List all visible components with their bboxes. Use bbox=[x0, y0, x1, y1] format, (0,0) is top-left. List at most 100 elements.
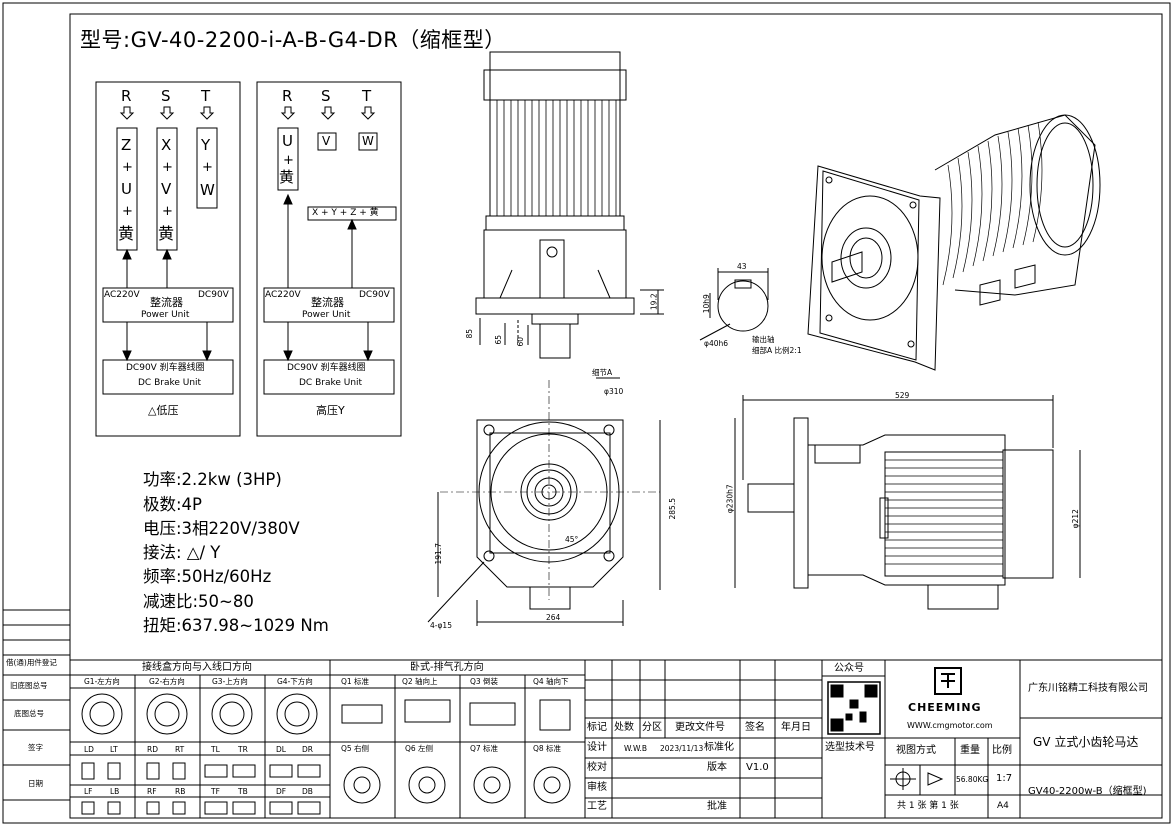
high-brake-cn: DC90V 刹车器线圈 bbox=[287, 363, 366, 373]
low-lead-plus: + bbox=[202, 160, 213, 175]
pair-label: DB bbox=[302, 787, 313, 796]
dim-65: 65 bbox=[494, 334, 504, 345]
paper-size: A4 bbox=[997, 801, 1009, 811]
low-lead-z: Z bbox=[121, 136, 132, 154]
weight-value: 56.80KG bbox=[956, 775, 989, 784]
low-lead-v: V bbox=[161, 180, 172, 198]
q7-label: Q7 标准 bbox=[470, 744, 499, 753]
low-power-unit: Power Unit bbox=[141, 310, 190, 320]
low-lead-plus: + bbox=[122, 204, 133, 219]
title-block-grid bbox=[69, 659, 1163, 819]
view-method-label: 视图方式 bbox=[896, 745, 936, 756]
dim-10h9: 10h9 bbox=[701, 294, 711, 314]
low-lead-plus: + bbox=[162, 160, 173, 175]
high-dc90v: DC90V bbox=[359, 290, 390, 300]
pair-label: RF bbox=[147, 787, 157, 796]
drawing-title: 型号:GV-40-2200-i-A-B-G4-DR（缩框型） bbox=[80, 28, 506, 52]
low-lead-x: X bbox=[161, 136, 172, 154]
version-value: V1.0 bbox=[746, 762, 769, 773]
low-lead-plus: + bbox=[162, 204, 173, 219]
spec-connection: 接法: △/ Y bbox=[143, 543, 221, 562]
low-lead-w: W bbox=[200, 181, 215, 199]
q1-label: Q1 标准 bbox=[341, 677, 370, 686]
pair-label: LB bbox=[110, 787, 120, 796]
high-brake-en: DC Brake Unit bbox=[299, 378, 363, 388]
q4-label: Q4 轴向下 bbox=[533, 677, 569, 686]
shaft-detail bbox=[699, 268, 769, 341]
row-review: 审核 bbox=[587, 782, 607, 793]
wiring-high-box bbox=[256, 81, 402, 437]
shaft-note-scale: 细部A 比例2:1 bbox=[752, 346, 802, 355]
q2-label: Q2 轴向上 bbox=[402, 677, 438, 686]
shaft-note: 输出轴 bbox=[752, 335, 775, 344]
high-star-point: X + Y + Z + 黄 bbox=[312, 208, 379, 218]
brand-url: WWW.cmgmotor.com bbox=[907, 721, 993, 730]
low-lead-yellow: 黄 bbox=[158, 224, 175, 243]
strip-label: 签字 bbox=[28, 743, 43, 752]
dim-40h6: φ40h6 bbox=[704, 339, 729, 348]
high-power-unit: Power Unit bbox=[302, 310, 351, 320]
dim-191-7: 191.7 bbox=[433, 543, 443, 565]
pair-label: RT bbox=[175, 745, 185, 754]
product-name: GV 立式小齿轮马达 bbox=[1033, 735, 1139, 749]
sheet-count: 共 1 张 第 1 张 bbox=[897, 801, 959, 811]
rev-header-date: 年月日 bbox=[781, 722, 811, 733]
scale-value: 1:7 bbox=[996, 773, 1013, 784]
pair-label: DL bbox=[276, 745, 286, 754]
row-process: 工艺 bbox=[587, 801, 607, 812]
strip-label: 底图总号 bbox=[14, 709, 44, 718]
strip-label: 日期 bbox=[28, 779, 43, 788]
rev-header-zone: 分区 bbox=[642, 722, 662, 733]
wiring-low-box bbox=[95, 81, 241, 437]
rev-header-sign: 签名 bbox=[745, 722, 765, 733]
motor-isometric-view bbox=[807, 114, 1101, 371]
low-brake-cn: DC90V 刹车器线圈 bbox=[126, 363, 205, 373]
dim-310: φ310 bbox=[604, 387, 624, 396]
wechat-label: 公众号 bbox=[834, 663, 864, 674]
low-phase-r: R bbox=[121, 87, 132, 105]
dim-230h7: φ230h7 bbox=[725, 484, 735, 514]
low-lead-plus: + bbox=[122, 160, 133, 175]
low-phase-t: T bbox=[201, 87, 211, 105]
drawing-number: GV40-2200w-B（缩框型) bbox=[1028, 786, 1147, 797]
dim-529: 529 bbox=[895, 391, 910, 400]
low-ac220v: AC220V bbox=[104, 290, 140, 300]
high-ac220v: AC220V bbox=[265, 290, 301, 300]
low-lead-u: U bbox=[121, 180, 132, 198]
dim-60: 60 bbox=[516, 336, 526, 347]
strip-label: 旧底图总号 bbox=[10, 681, 48, 690]
rev-header-doc: 更改文件号 bbox=[675, 722, 725, 733]
motor-flange-view bbox=[427, 377, 661, 626]
spec-poles: 极数:4P bbox=[143, 495, 203, 514]
dim-43: 43 bbox=[737, 262, 747, 271]
designer-name: W.W.B bbox=[624, 744, 648, 753]
approve-label: 批准 bbox=[707, 801, 727, 812]
rev-header-count: 处数 bbox=[614, 722, 634, 733]
g2-label: G2-右方向 bbox=[149, 677, 185, 686]
pair-label: RB bbox=[175, 787, 186, 796]
standardize-label: 标准化 bbox=[704, 742, 734, 753]
high-phase-s: S bbox=[321, 87, 331, 105]
low-rectifier-label: 整流器 bbox=[150, 296, 183, 309]
spec-voltage: 电压:3相220V/380V bbox=[143, 519, 300, 538]
row-design: 设计 bbox=[587, 742, 607, 753]
motor-length-view bbox=[734, 395, 1081, 610]
pair-label: TF bbox=[211, 787, 220, 796]
pair-label: LT bbox=[110, 745, 118, 754]
q6-label: Q6 左侧 bbox=[405, 744, 434, 753]
dim-285-5: 285.5 bbox=[667, 498, 677, 520]
low-dc90v: DC90V bbox=[198, 290, 229, 300]
tech-label: 选型技术号 bbox=[825, 742, 875, 753]
pair-label: RD bbox=[147, 745, 158, 754]
motor-side-view bbox=[475, 51, 664, 359]
low-brake-en: DC Brake Unit bbox=[138, 378, 202, 388]
high-caption: 高压Y bbox=[316, 404, 345, 417]
weight-label: 重量 bbox=[960, 745, 980, 756]
high-phase-t: T bbox=[362, 87, 372, 105]
q5-label: Q5 右侧 bbox=[341, 744, 370, 753]
vent-direction-header: 卧式-排气孔方向 bbox=[410, 662, 484, 673]
high-lead-plus: + bbox=[283, 153, 294, 168]
high-rectifier-label: 整流器 bbox=[311, 296, 344, 309]
